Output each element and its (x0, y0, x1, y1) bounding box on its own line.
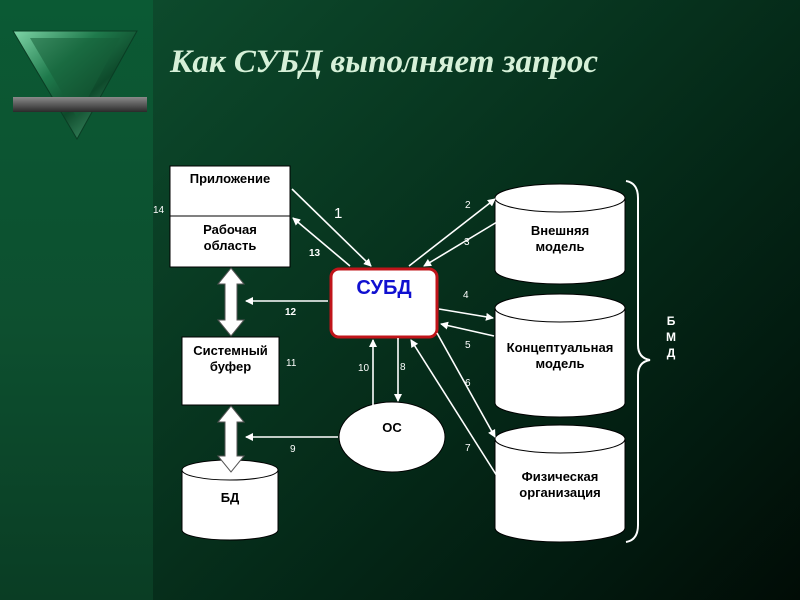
db-label: БД (220, 490, 240, 505)
physical-organization-label: Физическая организация (519, 469, 601, 500)
step-12-label: 12 (285, 307, 297, 318)
dbms-label: СУБД (356, 277, 412, 299)
step-8-label: 8 (400, 362, 406, 373)
dbms-node (329, 267, 439, 339)
arrow-7 (410, 339, 498, 477)
step-7-label: 7 (465, 443, 471, 454)
os-node (338, 401, 446, 473)
system-buffer-box (181, 336, 280, 406)
step-10-label: 10 (358, 363, 370, 374)
step-5-label: 5 (465, 340, 471, 351)
step-1-label: 1 (334, 205, 343, 222)
arrow-5 (440, 321, 495, 337)
buffer-db-arrow (216, 405, 246, 473)
app-buffer-arrow (216, 267, 246, 337)
step-9-label: 9 (290, 444, 296, 455)
external-model-label: Внешняя модель (530, 223, 590, 254)
arrow-4 (438, 308, 494, 321)
step-11-label: 11 (286, 358, 297, 369)
external-model-cylinder (494, 183, 626, 285)
conceptual-model-cylinder (494, 293, 626, 418)
workspace-label: Рабочая область (203, 222, 257, 253)
logo-emblem (12, 30, 147, 141)
step-14-label: 14 (153, 205, 165, 216)
os-label: ОС (382, 420, 402, 435)
arrow-2 (408, 198, 496, 267)
application-label: Приложение (189, 171, 271, 186)
step-4-label: 4 (463, 290, 469, 301)
arrow-3 (423, 221, 498, 267)
system-buffer-label: Системный буфер (193, 343, 268, 374)
arrow-1 (291, 188, 372, 267)
step-2-label: 2 (465, 200, 471, 211)
step-6-label: 6 (465, 378, 471, 389)
step-13-label: 13 (309, 248, 321, 259)
arrow-13 (292, 217, 351, 267)
slide-title: Как СУБД выполняет запрос (170, 44, 598, 80)
physical-organization-cylinder (494, 424, 626, 543)
arrow-6 (436, 332, 496, 438)
conceptual-model-label: Концептуальная модель (506, 340, 614, 371)
bmd-brace (625, 180, 651, 543)
step-3-label: 3 (464, 237, 470, 248)
bmd-label: Б М Д (666, 314, 676, 360)
